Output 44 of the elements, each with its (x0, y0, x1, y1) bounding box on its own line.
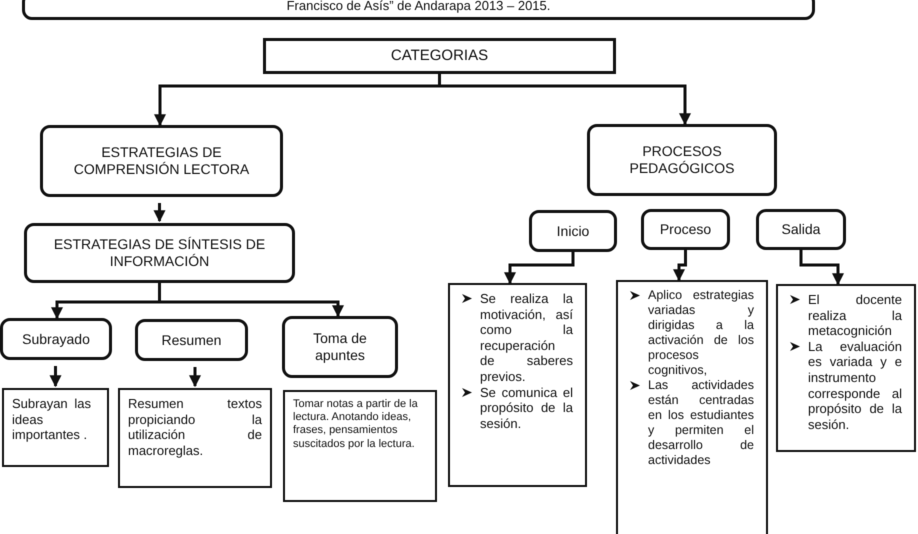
node-label: Proceso (658, 221, 712, 238)
arrow (189, 367, 201, 388)
rounded-box (756, 209, 846, 250)
text-box (616, 280, 768, 534)
node-label: Subrayado (21, 330, 91, 348)
arrow (50, 366, 62, 388)
rounded-box (0, 318, 112, 360)
node-label: Inicio (556, 222, 590, 240)
node-label: ESTRATEGIAS DE COMPRENSIÓN LECTORA (72, 144, 250, 178)
node-label: PROCESOS PEDAGÓGICOS (628, 143, 736, 177)
description-text: Resumen textos propiciando la utilización de macroreglas. (128, 396, 262, 458)
bullet-text: El docente realiza la metacognición (808, 292, 902, 338)
bullet-text: Aplico estrategias variadas y dirigidas a la activación de los procesos cognitivos, (648, 288, 754, 377)
bullet-text: Se comunica el propósito de la sesión. (480, 384, 573, 431)
node-label: CATEGORIAS (390, 47, 490, 65)
arrow (673, 250, 687, 282)
text-box (2, 388, 109, 467)
rounded-box (529, 210, 617, 252)
rounded-box (24, 223, 295, 283)
text-box (283, 390, 437, 502)
bullet-text: La evaluación es variada y e instrumento corresponde al propósito de la sesión. (808, 338, 902, 432)
description-text: Tomar notas a partir de la lectura. Anotando ideas, frases, pensamientos suscitados por la lectura. (293, 398, 419, 451)
rounded-box (22, 0, 815, 20)
node-label: Francisco de Asís” de Andarapa 2013 – 2015. (286, 0, 552, 14)
arrow (800, 250, 844, 286)
rounded-box (282, 316, 398, 378)
text-box (776, 284, 916, 452)
bullet-text: Se realiza la motivación, así como la recuperación de saberes previos. (480, 291, 573, 384)
arrow (438, 74, 691, 126)
bullet-text: Las actividades están centradas en los estudiantes y permiten el desarrollo de actividades (648, 378, 754, 467)
node-label: ESTRATEGIAS DE SÍNTESIS DE INFORMACIÓN (52, 236, 266, 270)
node-label: Salida (780, 221, 822, 238)
text-box (448, 283, 587, 487)
arrow (504, 252, 574, 284)
text-box (118, 388, 272, 488)
node-label: Resumen (160, 332, 222, 348)
node-label: Toma de apuntes (312, 330, 368, 364)
description-text: Subrayan las ideas importantes . (12, 396, 92, 443)
rounded-box (135, 319, 248, 361)
rounded-box (641, 209, 730, 250)
arrow (154, 203, 166, 222)
rounded-box (587, 124, 777, 196)
title-box (263, 38, 616, 74)
rounded-box (40, 125, 283, 197)
